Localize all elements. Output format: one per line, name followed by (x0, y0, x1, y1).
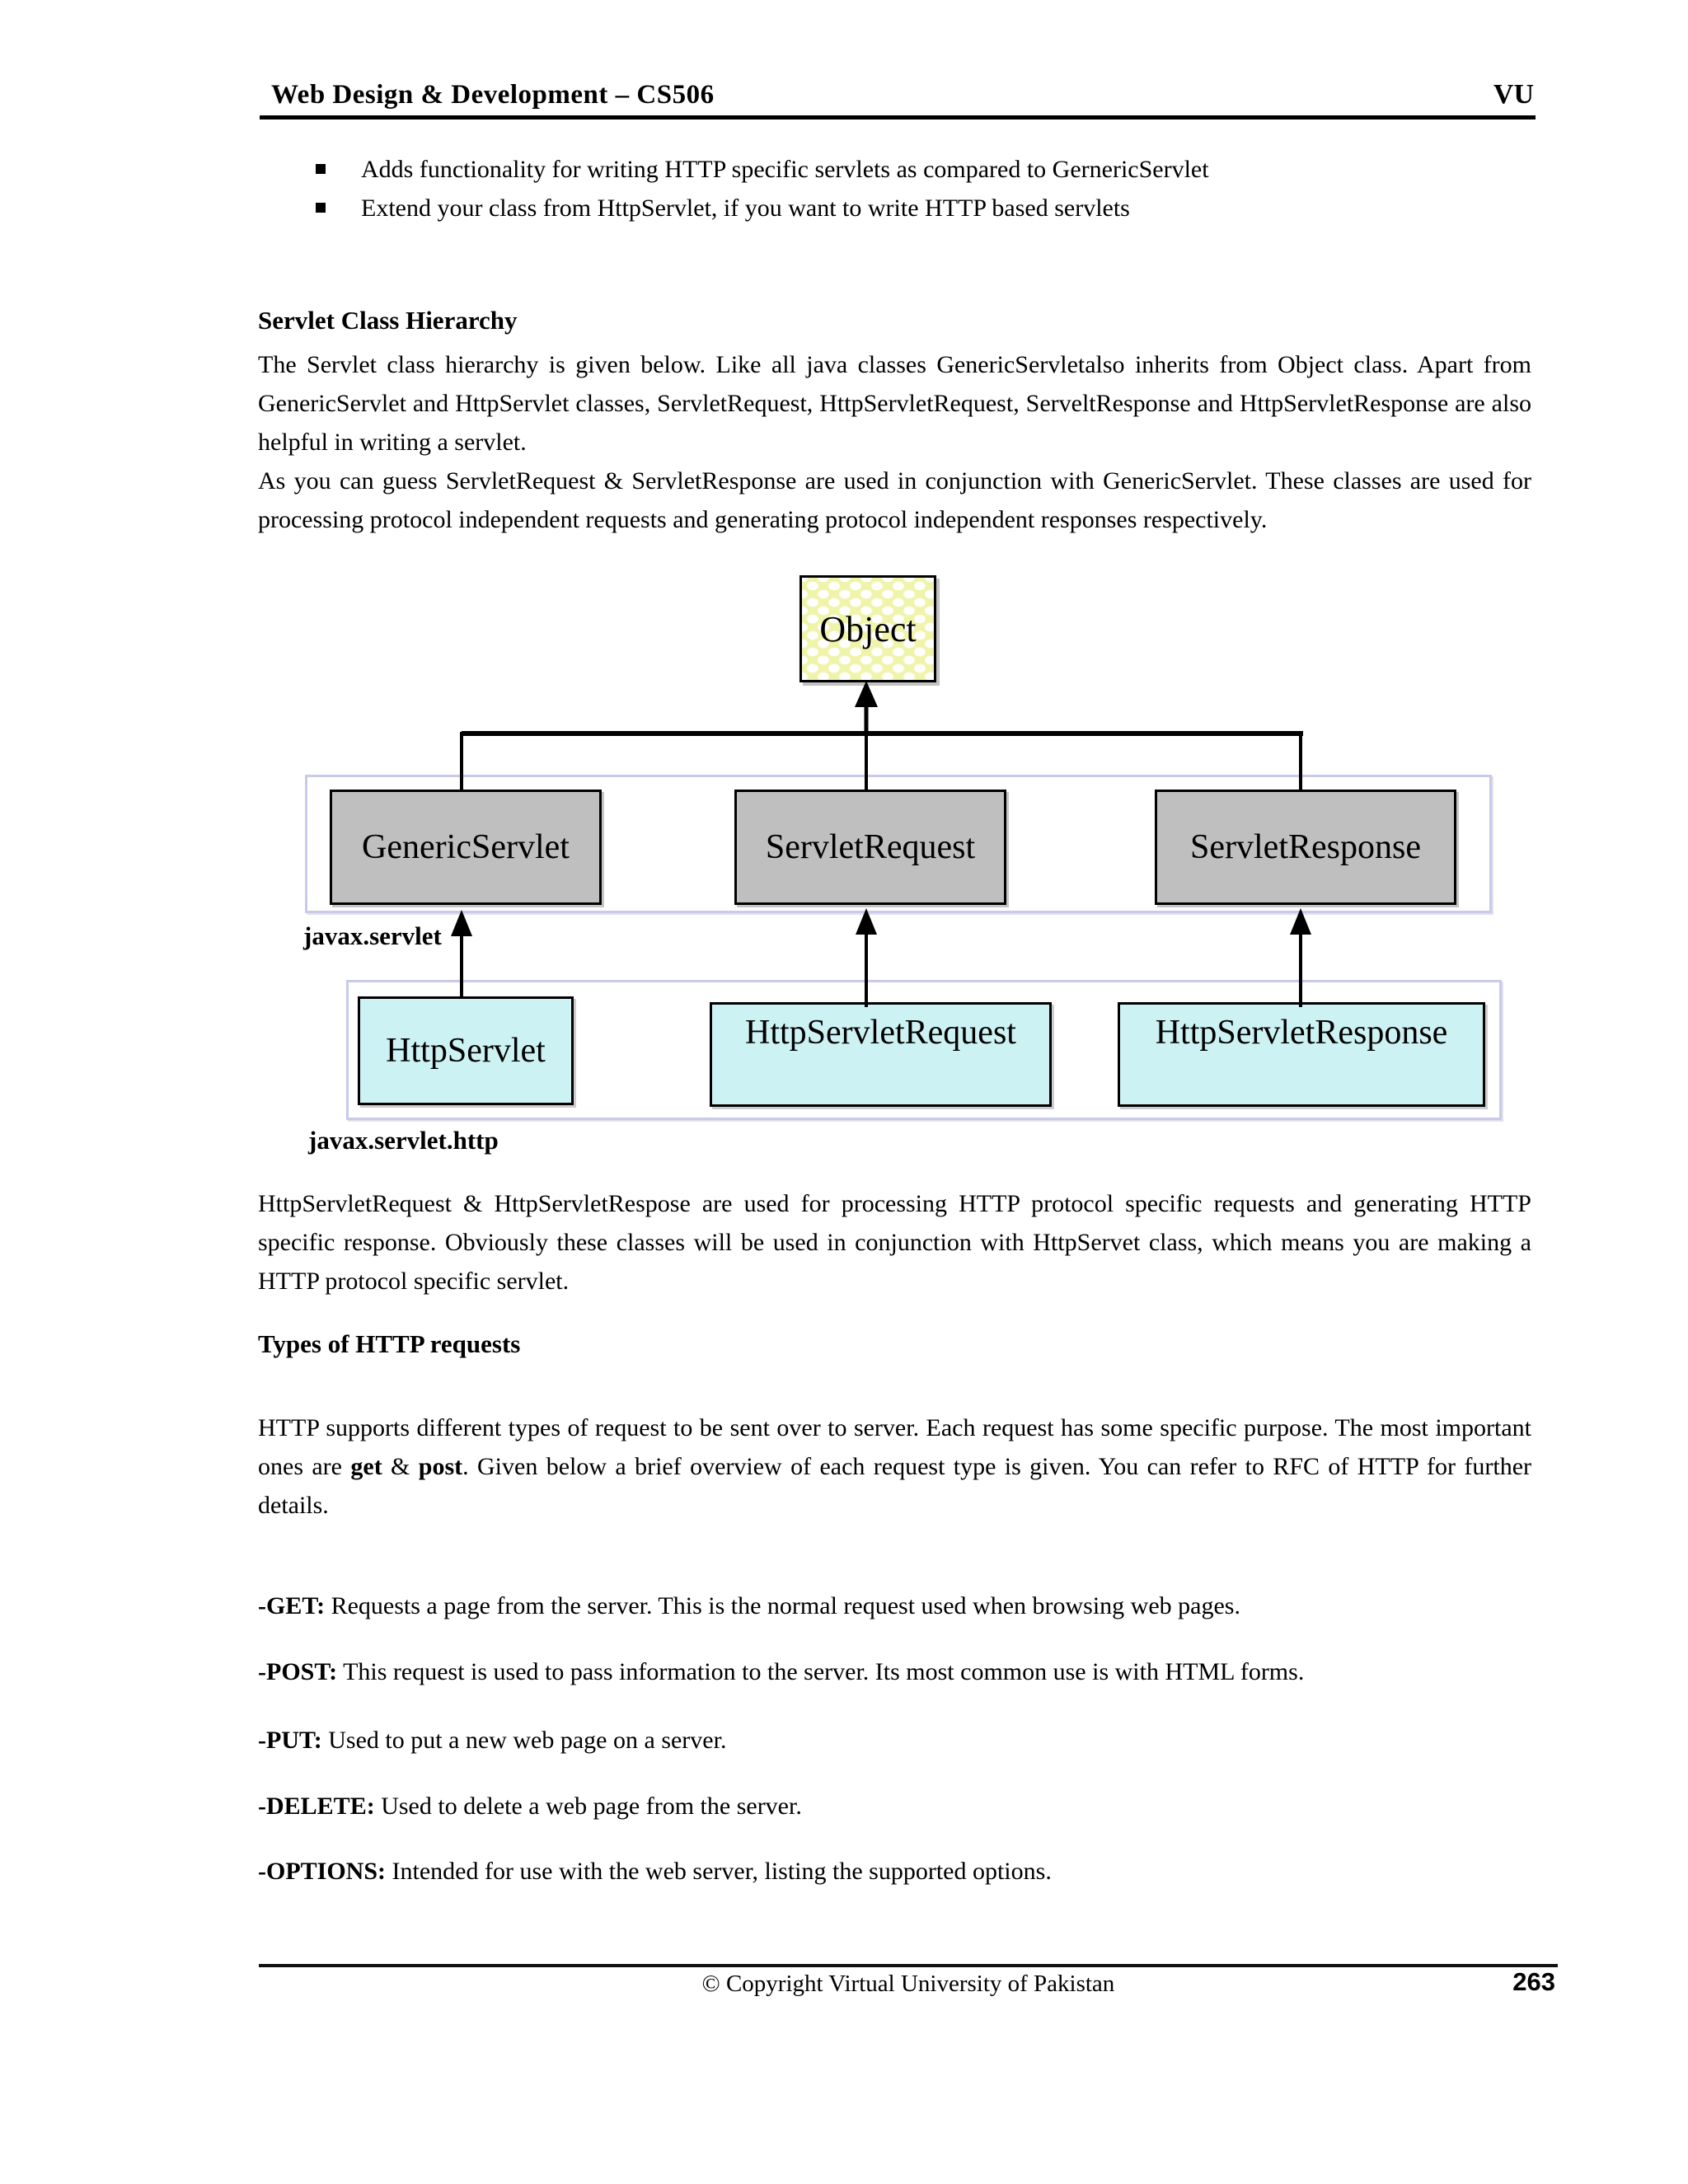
request-text: Used to delete a web page from the serve… (374, 1793, 802, 1820)
object-class-box: Object (799, 575, 936, 682)
after-diagram-paragraph: HttpServletRequest & HttpServletRespose … (258, 1190, 1531, 1295)
section-heading-http-requests: Types of HTTP requests (258, 1329, 521, 1358)
request-label: -DELETE: (258, 1793, 375, 1820)
request-text: Used to put a new web page on a server. (321, 1727, 727, 1754)
httpservletresponse-class-box: HttpServletResponse (1118, 1002, 1485, 1107)
hierarchy-paragraphs: The Servlet class hierarchy is given bel… (258, 345, 1531, 539)
http-requests-intro-paragraph: HTTP supports different types of request… (258, 1408, 1531, 1525)
bullet-text: Extend your class from HttpServlet, if y… (361, 194, 1130, 222)
request-text: Requests a page from the server. This is… (325, 1592, 1240, 1619)
arrow-httpservlet-to-genericservlet-icon (451, 910, 472, 998)
http-requests-intro: HTTP supports different types of request… (258, 1408, 1531, 1525)
page-header: Web Design & Development – CS506 VU (260, 48, 1536, 120)
http-request-item-delete: -DELETE: Used to delete a web page from … (258, 1790, 1544, 1823)
vu-label: VU (1493, 79, 1534, 110)
bullet-list: Adds functionality for writing HTTP spec… (316, 150, 1536, 227)
bullet-item: Adds functionality for writing HTTP spec… (316, 150, 1536, 189)
footer-rule (259, 1964, 1558, 1967)
request-label: -GET: (258, 1592, 326, 1619)
connector-bus (460, 731, 1303, 791)
section-heading-hierarchy: Servlet Class Hierarchy (258, 306, 518, 335)
javax-servlet-package-label: javax.servlet (303, 921, 442, 950)
http-request-item-put: -PUT: Used to put a new web page on a se… (258, 1724, 1544, 1757)
hierarchy-paragraph-2: As you can guess ServletRequest & Servle… (258, 467, 1531, 533)
intro-text: . Given below a brief overview of each r… (258, 1453, 1532, 1519)
arrow-to-object-icon (855, 681, 878, 733)
arrow-httpservletrequest-to-servletrequest-icon (856, 908, 877, 1007)
http-request-item-get: -GET: Requests a page from the server. T… (258, 1590, 1544, 1623)
http-request-item-options: -OPTIONS: Intended for use with the web … (258, 1855, 1544, 1888)
javax-servlet-package-frame (305, 775, 1492, 913)
keyword-post: post (418, 1453, 463, 1480)
intro-text: & (382, 1453, 419, 1480)
request-label: -OPTIONS: (258, 1858, 387, 1885)
bullet-item: Extend your class from HttpServlet, if y… (316, 189, 1536, 227)
bullet-text: Adds functionality for writing HTTP spec… (361, 156, 1209, 183)
square-bullet-icon (316, 203, 326, 213)
footer-copyright: © Copyright Virtual University of Pakist… (701, 1971, 1115, 1997)
httpservletrequest-class-box: HttpServletRequest (710, 1002, 1052, 1107)
request-text: Intended for use with the web server, li… (386, 1858, 1052, 1885)
request-label: -POST: (258, 1658, 338, 1685)
keyword-get: get (350, 1453, 382, 1480)
servletresponse-class-box: ServletResponse (1155, 790, 1456, 905)
hierarchy-paragraph-1: The Servlet class hierarchy is given bel… (258, 351, 1531, 456)
intro-text: HTTP supports different types of request… (258, 1414, 1531, 1480)
course-title: Web Design & Development – CS506 (271, 80, 715, 110)
request-label: -PUT: (258, 1727, 322, 1754)
arrow-httpservletresponse-to-servletresponse-icon (1290, 908, 1311, 1007)
genericservlet-class-box: GenericServlet (330, 790, 602, 905)
servletrequest-class-box: ServletRequest (734, 790, 1006, 905)
request-text: This request is used to pass information… (337, 1658, 1305, 1685)
javax-servlet-http-package-label: javax.servlet.http (308, 1126, 499, 1155)
page-number: 263 (1512, 1967, 1555, 1996)
httpservlet-class-box: HttpServlet (358, 996, 574, 1105)
square-bullet-icon (316, 164, 326, 174)
http-request-item-post: -POST: This request is used to pass info… (258, 1656, 1544, 1689)
javax-servlet-http-package-frame (346, 980, 1502, 1120)
